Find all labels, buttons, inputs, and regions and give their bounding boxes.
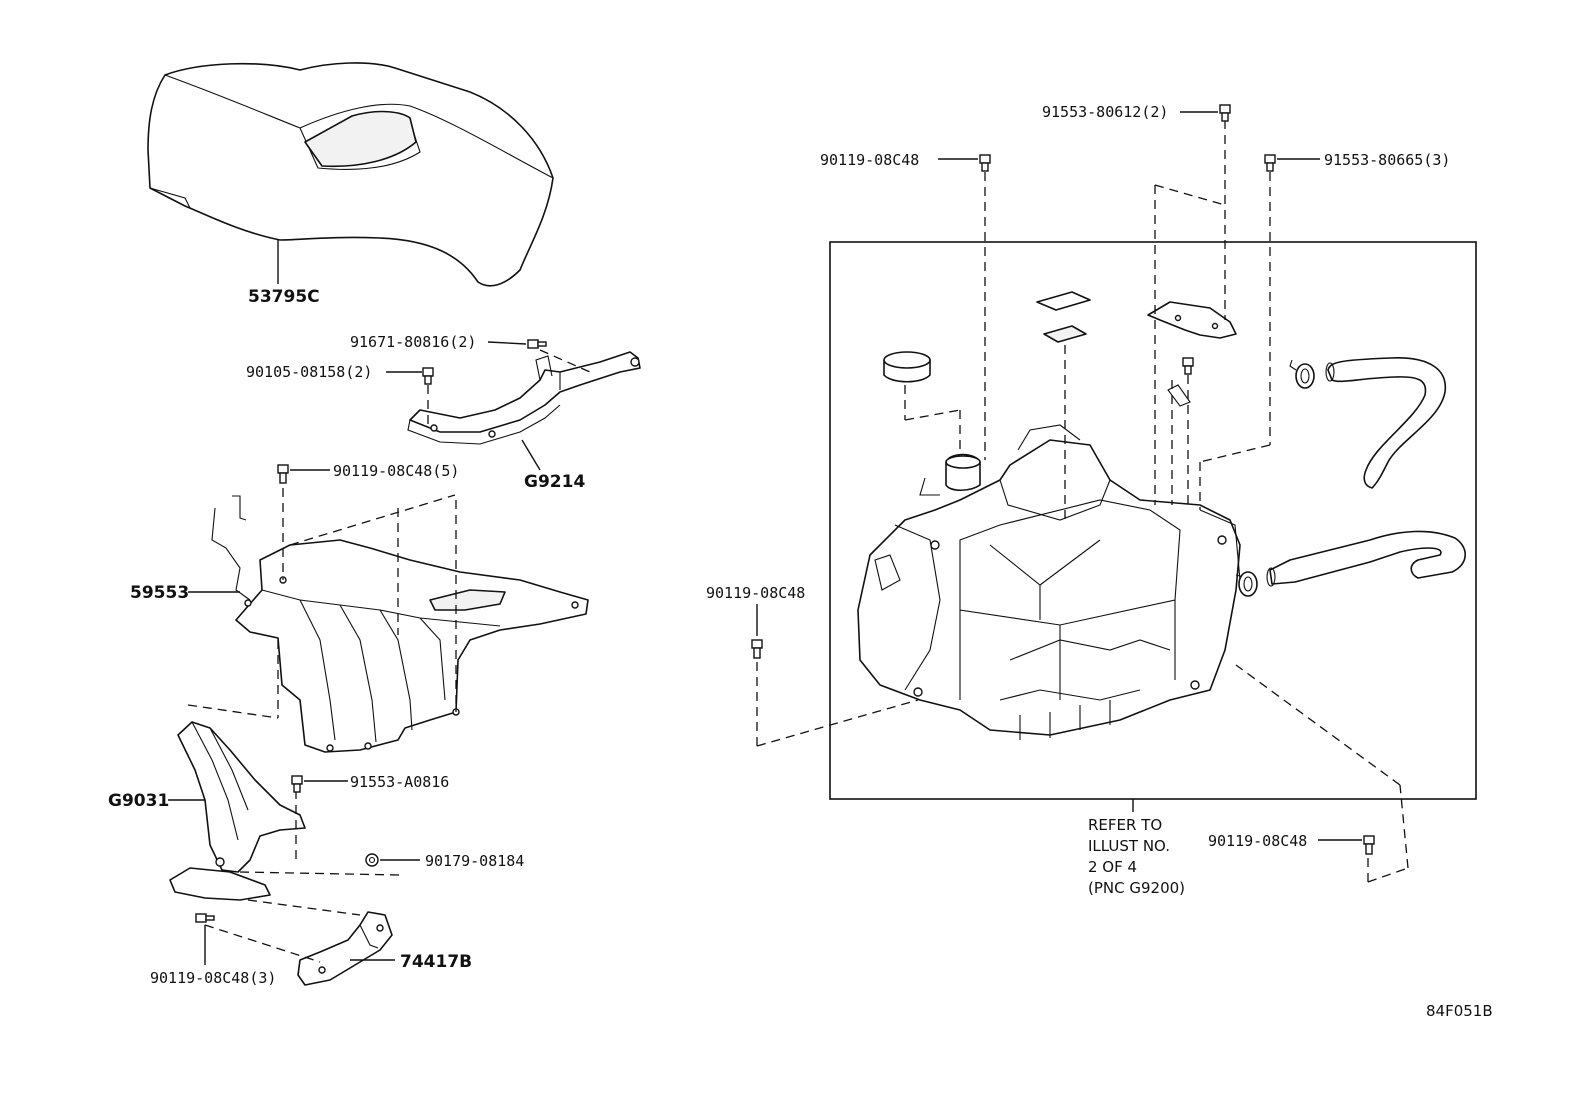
bolt-90119-3-icon[interactable] — [195, 913, 215, 923]
label-90119-08c48-top: 90119-08C48 — [820, 151, 919, 169]
bracket-g9214-illustration[interactable] — [407, 351, 641, 445]
label-91553-a0816: 91553-A0816 — [350, 773, 449, 791]
label-74417b: 74417B — [400, 952, 472, 972]
inverter-assembly-frame — [829, 241, 1477, 800]
bolt-90105-icon[interactable] — [422, 367, 434, 385]
label-90105-08158: 90105-08158(2) — [246, 363, 372, 381]
inverter-assembly-illustration[interactable] — [857, 424, 1256, 740]
bracket-74417b-illustration[interactable] — [297, 911, 393, 986]
label-g9214: G9214 — [524, 472, 585, 492]
label-53795c: 53795C — [248, 287, 320, 307]
engine-cover-illustration[interactable] — [147, 62, 554, 287]
upper-hose-illustration[interactable] — [1325, 357, 1447, 489]
upper-clamp-icon[interactable] — [1289, 359, 1315, 389]
label-59553: 59553 — [130, 583, 189, 603]
label-90119-08c48-bottom: 90119-08C48 — [1208, 832, 1307, 850]
small-bolt-icon[interactable] — [1182, 357, 1194, 375]
label-91553-80665: 91553-80665(3) — [1324, 151, 1450, 169]
clip-illustration[interactable] — [1167, 384, 1191, 407]
bolt-91553-80612-icon[interactable] — [1219, 104, 1231, 122]
label-90119-08c48-left: 90119-08C48 — [706, 584, 805, 602]
bracket-g9031-illustration[interactable] — [169, 721, 306, 901]
bolt-91553-a0816-icon[interactable] — [291, 775, 303, 793]
label-g9031: G9031 — [108, 791, 169, 811]
bolt-90119-left-icon[interactable] — [751, 639, 763, 659]
caution-label-plate[interactable] — [1036, 291, 1091, 311]
lower-hose-illustration[interactable] — [1266, 530, 1466, 587]
label-90179-08184: 90179-08184 — [425, 852, 524, 870]
protector-59553-illustration[interactable] — [211, 495, 589, 753]
nut-90179-icon[interactable] — [365, 853, 379, 867]
refer-note-line2: ILLUST NO. — [1088, 837, 1170, 855]
refer-note-line3: 2 OF 4 — [1088, 858, 1137, 876]
inverter-bracket-illustration[interactable] — [1147, 301, 1237, 339]
label-91553-80612: 91553-80612(2) — [1042, 103, 1168, 121]
name-label-plate[interactable] — [1043, 325, 1087, 343]
reservoir-cap-illustration[interactable] — [883, 351, 931, 383]
refer-note-line1: REFER TO — [1088, 816, 1162, 834]
refer-note-line4: (PNC G9200) — [1088, 879, 1185, 897]
bolt-91553-80665-icon[interactable] — [1264, 154, 1276, 172]
bolt-91671-icon[interactable] — [527, 339, 547, 349]
bolt-90119-bottom-icon[interactable] — [1363, 835, 1375, 855]
lower-clamp-icon[interactable] — [1238, 571, 1258, 597]
figure-code: 84F051B — [1426, 1002, 1493, 1020]
label-91671-80816: 91671-80816(2) — [350, 333, 476, 351]
label-90119-08c48-3: 90119-08C48(3) — [150, 969, 276, 987]
label-90119-08c48-5: 90119-08C48(5) — [333, 462, 459, 480]
bolt-90119-5-icon[interactable] — [277, 464, 289, 484]
bolt-90119-top-icon[interactable] — [979, 154, 991, 172]
